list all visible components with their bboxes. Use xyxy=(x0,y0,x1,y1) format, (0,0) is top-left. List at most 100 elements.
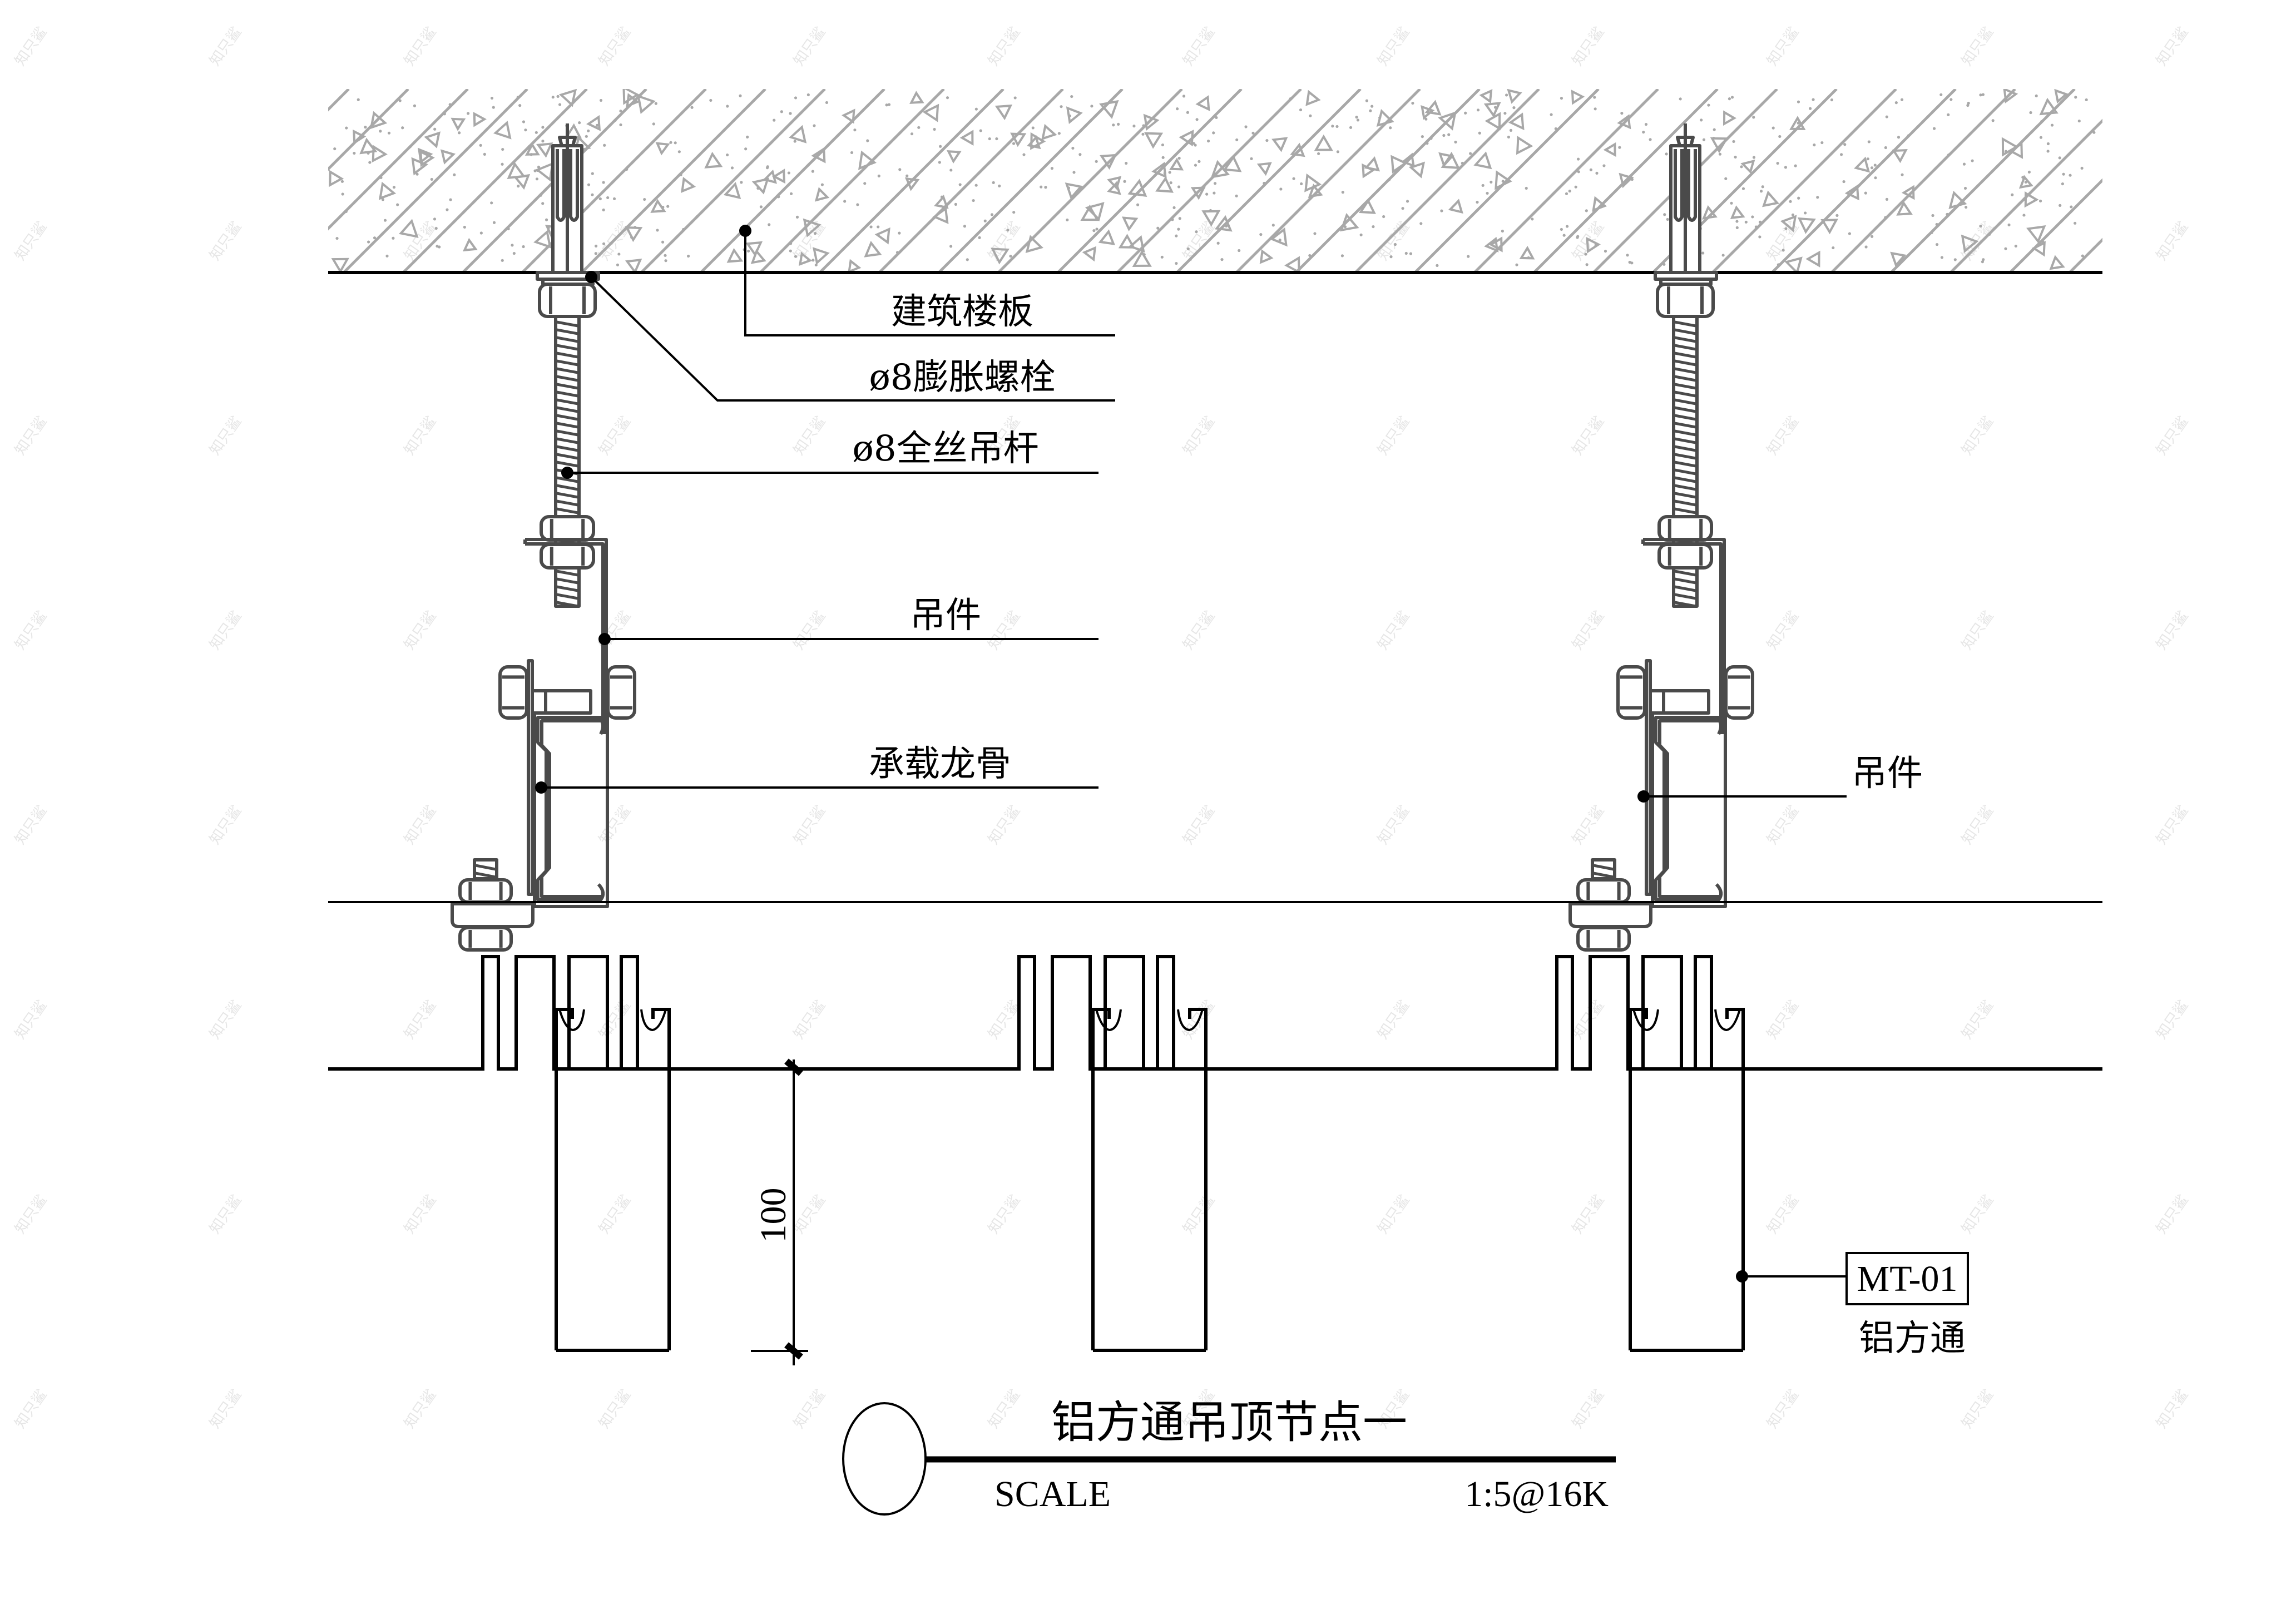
aggregate-dot xyxy=(1141,132,1145,136)
aggregate-dot xyxy=(990,213,994,216)
aggregate-dot xyxy=(661,240,665,244)
dimension-tick-bottom xyxy=(784,1342,803,1360)
aggregate-mark xyxy=(1362,163,1375,179)
aggregate-dot xyxy=(340,180,344,183)
aggregate-dot xyxy=(434,226,438,230)
aggregate-mark xyxy=(1127,179,1147,197)
watermark-text: 知只鲨 xyxy=(12,1192,50,1237)
aggregate-dot xyxy=(794,255,798,258)
aggregate-dot xyxy=(1724,177,1728,180)
aggregate-dot xyxy=(1628,260,1631,264)
aggregate-dot xyxy=(1735,220,1739,223)
aggregate-dot xyxy=(1550,113,1553,116)
tube-hook-left xyxy=(1095,1009,1122,1032)
hatch-line xyxy=(343,89,528,273)
watermark-text: 知只鲨 xyxy=(12,608,50,653)
hex-nut-top xyxy=(1656,283,1715,318)
aggregate-dot xyxy=(1440,209,1443,212)
aggregate-dot xyxy=(436,245,439,248)
aggregate-dot xyxy=(490,96,494,100)
watermark-text: 知只鲨 xyxy=(1374,608,1413,653)
aggregate-dot xyxy=(2021,176,2025,179)
aggregate-dot xyxy=(602,181,605,184)
aggregate-mark xyxy=(1592,196,1607,212)
aggregate-dot xyxy=(1979,93,1982,97)
aggregate-dot xyxy=(1867,140,1871,143)
aggregate-mark xyxy=(1308,184,1323,198)
label-hanger-right: 吊件 xyxy=(1852,753,1923,794)
aggregate-dot xyxy=(1343,225,1347,229)
aggregate-dot xyxy=(1481,184,1485,187)
aggregate-mark xyxy=(2003,89,2018,104)
thread-line xyxy=(1674,359,1696,367)
aggregate-dot xyxy=(686,254,690,258)
anchor-slot xyxy=(1687,149,1697,222)
aggregate-dot xyxy=(1299,108,1303,112)
dimension-value: 100 xyxy=(753,1188,794,1243)
watermark-text: 知只鲨 xyxy=(596,1387,634,1432)
aggregate-dot xyxy=(598,197,602,201)
keel-web xyxy=(1654,716,1720,902)
aggregate-dot xyxy=(1331,125,1334,128)
aggregate-dot xyxy=(739,94,742,97)
aggregate-dot xyxy=(1967,101,1970,105)
aggregate-dot xyxy=(1244,125,1248,128)
thread-line xyxy=(556,398,578,405)
aggregate-dot xyxy=(1939,93,1943,96)
watermark-text: 知只鲨 xyxy=(12,803,50,848)
aggregate-dot xyxy=(1341,191,1344,194)
thread-line xyxy=(1674,429,1696,437)
anchor-slot xyxy=(1674,149,1684,222)
aggregate-dot xyxy=(866,139,869,142)
aggregate-dot xyxy=(587,183,591,186)
aggregate-dot xyxy=(368,161,372,164)
watermark-text: 知只鲨 xyxy=(985,1192,1023,1237)
material-name: 铝方通 xyxy=(1859,1318,1966,1359)
aggregate-mark xyxy=(803,218,822,237)
aggregate-dot xyxy=(1177,156,1181,160)
annotation-hanger-left: 吊件 xyxy=(598,595,1098,645)
aggregate-dot xyxy=(551,96,555,99)
thread-line xyxy=(556,414,578,421)
aggregate-dot xyxy=(1758,220,1762,224)
aggregate-mark xyxy=(1516,136,1533,155)
aggregate-dot xyxy=(1626,254,1629,257)
hatch-line xyxy=(1414,89,1600,273)
clamp-nut-right xyxy=(606,665,636,720)
aggregate-dot xyxy=(1095,160,1098,163)
aggregate-dot xyxy=(1340,254,1344,258)
aggregate-dot xyxy=(1478,131,1481,135)
aggregate-dot xyxy=(1382,215,1385,219)
aggregate-dot xyxy=(1095,227,1098,231)
aggregate-dot xyxy=(1419,222,1423,225)
thread-line xyxy=(556,406,578,413)
aggregate-dot xyxy=(1031,126,1035,130)
watermark-text: 知只鲨 xyxy=(790,1387,829,1432)
aggregate-dot xyxy=(863,182,867,185)
aggregate-dot xyxy=(516,96,519,99)
aggregate-dot xyxy=(853,128,857,132)
aggregate-dot xyxy=(1848,232,1852,235)
thread-line xyxy=(556,351,578,359)
aggregate-dot xyxy=(448,103,452,106)
aggregate-dot xyxy=(2050,123,2054,127)
aggregate-mark xyxy=(1495,170,1512,190)
aggregate-dot xyxy=(606,196,610,200)
clip-profile-line xyxy=(328,955,2102,1071)
aggregate-dot xyxy=(1060,105,1063,108)
hatch-line xyxy=(1771,89,1957,273)
tube-wall xyxy=(1091,1008,1208,1350)
hanger-assembly-2 xyxy=(1568,123,1754,952)
aggregate-dot xyxy=(669,141,672,144)
aggregate-dot xyxy=(507,227,510,231)
hatch-line xyxy=(1890,89,2076,273)
aggregate-dot xyxy=(479,143,482,147)
aggregate-mark xyxy=(451,117,466,131)
aggregate-dot xyxy=(1721,254,1725,257)
aggregate-mark xyxy=(1408,161,1426,179)
watermark-text: 知只鲨 xyxy=(401,1192,439,1237)
aggregate-dot xyxy=(578,121,581,125)
aggregate-mark xyxy=(1082,246,1097,262)
aggregate-dot xyxy=(533,169,537,172)
aggregate-mark xyxy=(1507,89,1522,104)
